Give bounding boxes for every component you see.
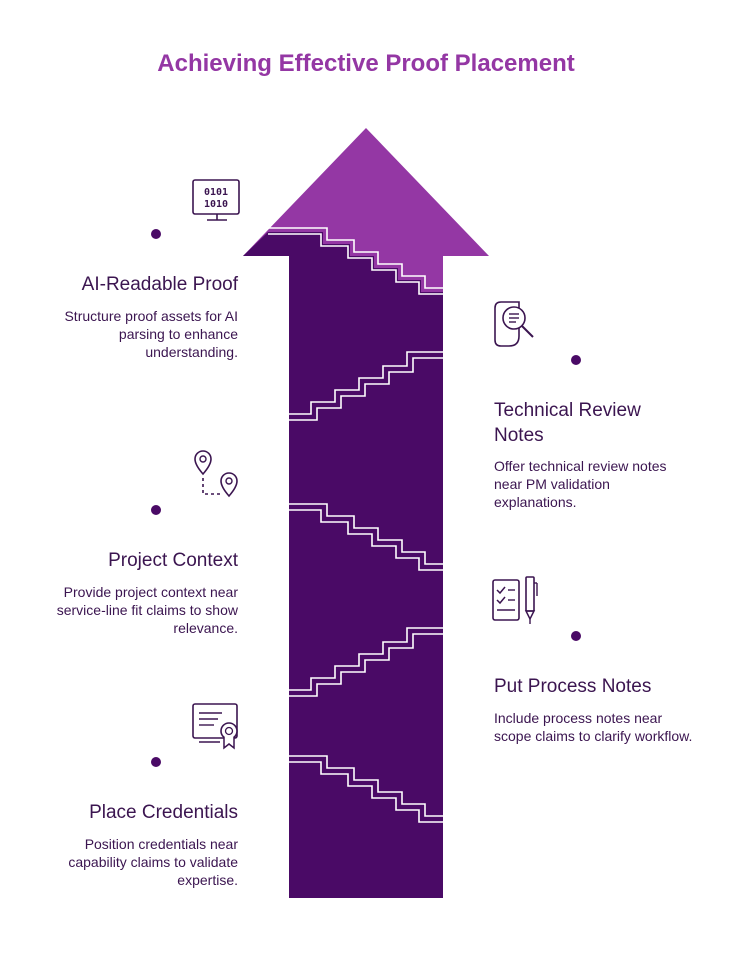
step-marker-5 xyxy=(151,757,161,767)
stairs-descending-5 xyxy=(289,755,443,817)
arrow-head-stair-fill xyxy=(243,232,421,292)
step-description-3: Provide project context near service-lin… xyxy=(56,584,238,636)
stairs-ascending-4 xyxy=(289,627,443,691)
step-marker-3 xyxy=(151,505,161,515)
stairs-ascending-2 xyxy=(289,351,443,415)
step-description-1: Structure proof assets for AI parsing to… xyxy=(64,308,238,360)
step-description-2: Offer technical review notes near PM val… xyxy=(494,458,667,510)
step-description-4: Include process notes near scope claims … xyxy=(494,710,693,744)
step-marker-4 xyxy=(571,631,581,641)
page-title: Achieving Effective Proof Placement xyxy=(157,50,575,77)
step-heading-4: Put Process Notes xyxy=(494,676,652,697)
document-search-icon xyxy=(494,301,534,347)
svg-text:0101: 0101 xyxy=(204,187,228,198)
step-marker-1 xyxy=(151,229,161,239)
step-marker-2 xyxy=(571,355,581,365)
checklist-pen-icon xyxy=(492,576,538,624)
map-route-pins-icon xyxy=(194,450,238,498)
stairs-descending-1 xyxy=(268,227,443,289)
stairs-descending-3 xyxy=(289,503,443,565)
step-heading-3: Project Context xyxy=(108,550,238,571)
step-heading-5: Place Credentials xyxy=(89,802,238,823)
stair-lines xyxy=(268,227,443,823)
binary-code-monitor-icon: 0101 1010 xyxy=(192,179,240,221)
step-heading-2: Technical Review Notes xyxy=(494,400,641,446)
step-description-5: Position credentials near capability cla… xyxy=(68,836,238,888)
certificate-badge-icon xyxy=(192,703,238,750)
step-heading-1: AI-Readable Proof xyxy=(81,274,238,295)
arrow-shaft xyxy=(289,236,443,898)
svg-text:1010: 1010 xyxy=(204,199,228,210)
